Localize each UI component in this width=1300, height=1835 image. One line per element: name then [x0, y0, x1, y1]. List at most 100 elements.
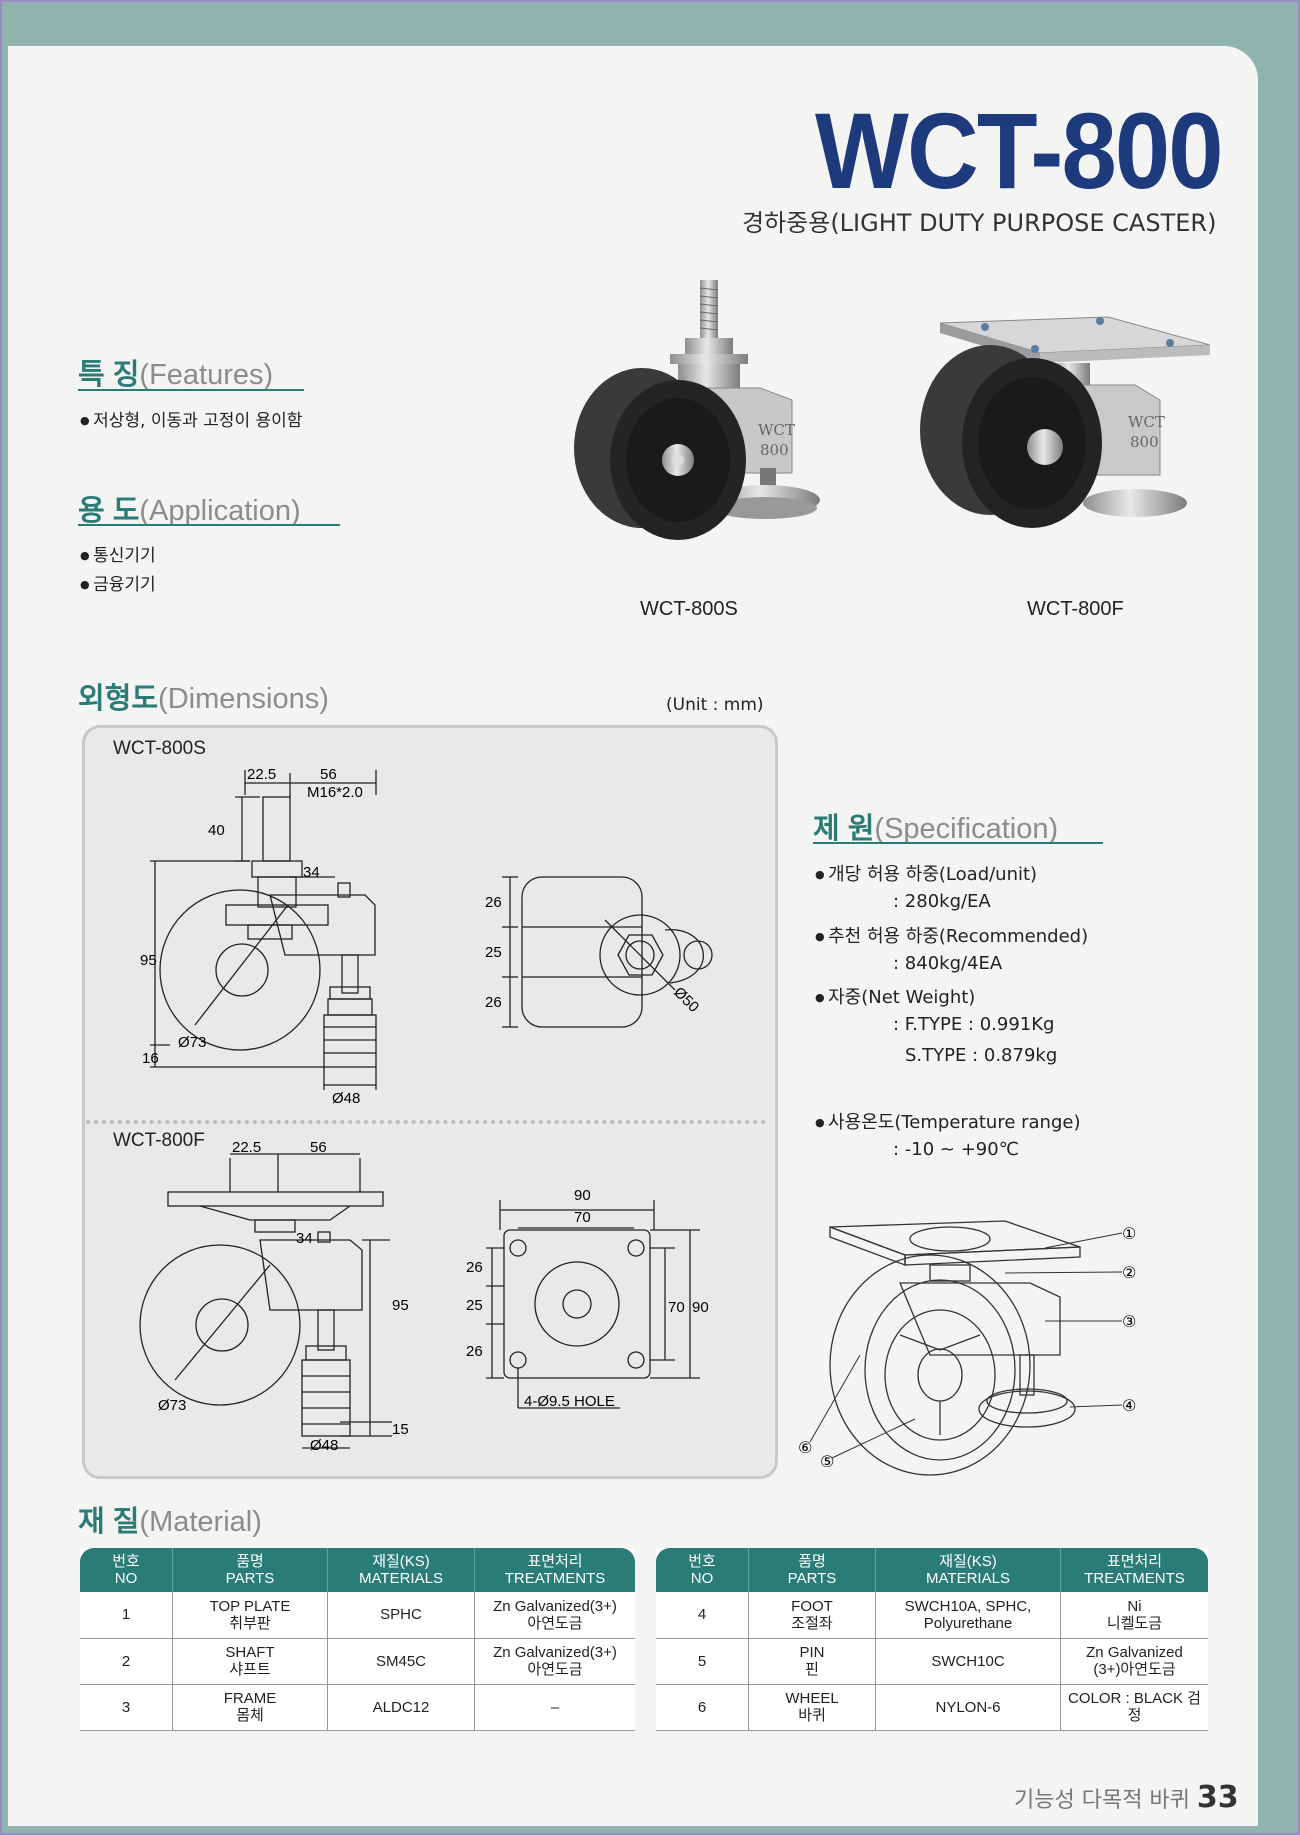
dim-f-48: Ø48	[310, 1437, 338, 1454]
photo-mark-800-f: 800	[1130, 433, 1159, 451]
dim-s-48: Ø48	[332, 1090, 360, 1107]
specification-heading-en: (Specification)	[874, 813, 1059, 845]
dim-f-15: 15	[392, 1421, 409, 1438]
spec-weight-f: : F.TYPE : 0.991Kg	[893, 1014, 1055, 1035]
dim-f-70-top: 70	[574, 1209, 591, 1226]
dim-s-top-25: 25	[485, 944, 502, 961]
application-heading-en: (Application)	[139, 495, 301, 527]
dim-f-90-side: 90	[692, 1299, 709, 1316]
caster-photo-f: WCT 800	[920, 316, 1210, 528]
dim-s-thread: M16*2.0	[307, 784, 363, 801]
photo-caption-s: WCT-800S	[640, 598, 738, 620]
application-heading-ko: 용 도	[78, 495, 140, 527]
spec-weight-s: S.TYPE : 0.879kg	[905, 1045, 1058, 1066]
dim-f-26a: 26	[466, 1259, 483, 1276]
dim-f-34: 34	[296, 1230, 313, 1247]
dimensions-divider	[86, 1120, 766, 1124]
callout-3: ③	[1122, 1312, 1136, 1331]
dimensions-panel	[82, 725, 778, 1479]
page-number: 33	[1196, 1780, 1239, 1815]
dim-s-16: 16	[142, 1050, 159, 1067]
drawing-label-f: WCT-800F	[113, 1130, 205, 1151]
callout-4: ④	[1122, 1396, 1136, 1415]
application-heading: 용 도(Application)	[78, 487, 301, 529]
dim-f-70-side: 70	[668, 1299, 685, 1316]
drawing-wct-800f: 22.5 56 34 95 Ø73 15 Ø48 90 70 26 25 26 …	[139, 1140, 709, 1454]
dim-f-56: 56	[310, 1140, 327, 1156]
dim-f-90-top: 90	[574, 1187, 591, 1204]
callout-5: ⑤	[820, 1452, 834, 1471]
dim-s-22-5: 22.5	[247, 766, 276, 783]
product-subtitle: 경하중용(LIGHT DUTY PURPOSE CASTER)	[742, 209, 1217, 237]
specification-heading-ko: 제 원	[813, 813, 875, 845]
dim-f-22-5: 22.5	[232, 1140, 261, 1156]
material-heading-en: (Material)	[139, 1506, 262, 1538]
dim-s-40: 40	[208, 822, 225, 839]
dim-s-34: 34	[303, 864, 320, 881]
footer-text: 기능성 다목적 바퀴	[1014, 1788, 1190, 1813]
dim-f-26b: 26	[466, 1343, 483, 1360]
application-underline	[78, 524, 340, 526]
dim-f-95: 95	[392, 1297, 409, 1314]
spec-load-value: : 280kg/EA	[893, 891, 991, 912]
photo-mark-wct-f: WCT	[1128, 413, 1165, 431]
dim-s-56: 56	[320, 766, 337, 783]
exploded-drawing: ① ② ③ ④ ⑤ ⑥	[798, 1220, 1136, 1476]
specification-heading: 제 원(Specification)	[813, 805, 1058, 847]
dim-f-hole: 4-Ø9.5 HOLE	[524, 1393, 615, 1410]
spec-weight-label: 자중(Net Weight)	[815, 983, 975, 1009]
spec-rec-value: : 840kg/4EA	[893, 953, 1003, 974]
drawing-wct-800s: 22.5 56 M16*2.0 40 34 95 Ø73 16 Ø48 26 2…	[140, 766, 713, 1107]
dimensions-heading: 외형도(Dimensions)	[78, 675, 329, 717]
spec-rec-label: 추천 허용 하중(Recommended)	[815, 922, 1088, 948]
feature-item: 저상형, 이동과 고정이 용이함	[80, 406, 302, 431]
features-heading: 특 징(Features)	[78, 351, 273, 393]
spec-load-label: 개당 허용 하중(Load/unit)	[815, 860, 1037, 886]
callout-1: ①	[1122, 1224, 1136, 1243]
photo-mark-800: 800	[760, 441, 789, 459]
callout-2: ②	[1122, 1263, 1136, 1282]
dim-s-73: Ø73	[178, 1034, 206, 1051]
application-item: 금융기기	[80, 570, 156, 595]
dim-s-top-26b: 26	[485, 994, 502, 1011]
spec-temp-value: : -10 ~ +90℃	[893, 1139, 1019, 1160]
features-heading-ko: 특 징	[78, 359, 140, 391]
features-underline	[78, 389, 304, 391]
dim-f-73: Ø73	[158, 1397, 186, 1414]
application-item: 통신기기	[80, 541, 156, 566]
specification-underline	[813, 842, 1103, 844]
photo-caption-f: WCT-800F	[1027, 598, 1124, 620]
dim-s-50: Ø50	[670, 984, 702, 1016]
drawing-label-s: WCT-800S	[113, 738, 206, 759]
dim-s-top-26a: 26	[485, 894, 502, 911]
dim-f-25: 25	[466, 1297, 483, 1314]
photo-mark-wct: WCT	[758, 421, 795, 439]
product-title: WCT-800	[815, 90, 1224, 211]
page-footer: 기능성 다목적 바퀴 33	[1014, 1780, 1239, 1815]
dimensions-heading-en: (Dimensions)	[158, 683, 329, 715]
material-heading-ko: 재 질	[78, 1506, 140, 1538]
caster-photo-s: WCT 800	[574, 280, 820, 540]
unit-label: (Unit : mm)	[666, 695, 764, 715]
spec-temp-label: 사용온도(Temperature range)	[815, 1108, 1080, 1134]
features-heading-en: (Features)	[139, 359, 274, 391]
col-materials: 재질(KS)MATERIALS	[327, 1548, 475, 1592]
col-materials: 재질(KS)MATERIALS	[875, 1548, 1061, 1592]
callout-6: ⑥	[798, 1438, 812, 1457]
dim-s-95: 95	[140, 952, 157, 969]
